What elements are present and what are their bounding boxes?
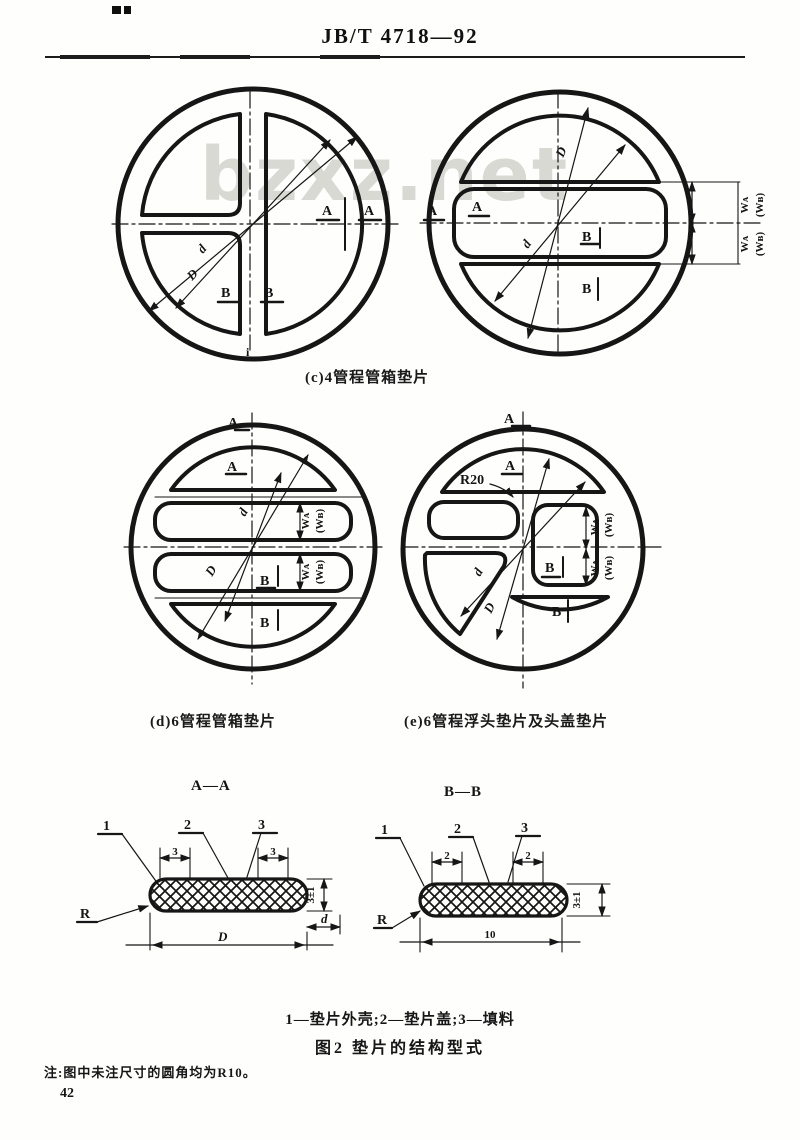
section-label-a: A (505, 459, 516, 474)
dim-label-d: d (235, 505, 251, 519)
radius-label-r: R (80, 907, 91, 922)
part-number: 2 (184, 818, 191, 833)
dim-label-D: D (480, 600, 498, 617)
section-label-b: B (582, 230, 591, 245)
stray-i-mark: i (246, 345, 250, 359)
part-number: 3 (521, 821, 528, 836)
section-label-a: A (364, 204, 375, 219)
dim-3: 3 (172, 846, 178, 858)
section-label-b: B (545, 561, 554, 576)
radius-label-r20: R20 (460, 473, 484, 488)
section-label-b: B (552, 605, 561, 620)
print-mark (112, 6, 121, 14)
section-title-bb: B—B (444, 784, 482, 800)
header-standard-number: JB/T 4718—92 (321, 24, 479, 48)
print-mark (124, 6, 131, 14)
dim-3: 3 (270, 846, 276, 858)
dim-label-d: d (194, 241, 210, 256)
dim-label-wb: (Wʙ) (314, 560, 326, 585)
dim-label-d: d (470, 565, 486, 579)
figure-caption: 图2 垫片的结构型式 (314, 1040, 485, 1057)
dim-label-wb: (Wʙ) (314, 509, 326, 534)
dim-label-wb: (Wʙ) (754, 193, 766, 218)
section-label-b: B (221, 286, 230, 301)
caption-diagram-c: (c)4管程管箱垫片 (305, 370, 430, 386)
dim-10: 10 (485, 929, 497, 941)
section-label-b: B (264, 286, 273, 301)
dim-2: 2 (444, 850, 450, 862)
dim-label-wa: Wᴀ (739, 235, 751, 252)
diagram-c-left-gasket: d D A A B B i (111, 86, 399, 362)
section-label-b: B (260, 574, 269, 589)
footnote: 注:图中未注尺寸的圆角均为R10。 (44, 1065, 257, 1080)
section-view-bb: B—B 1 2 3 2 2 3±1 10 R (372, 784, 611, 953)
section-label-a: A (427, 204, 438, 219)
dim-thickness: 3±1 (571, 891, 583, 908)
part-number: 3 (258, 818, 265, 833)
dim-label-wb: (Wʙ) (754, 232, 766, 257)
part-number: 1 (381, 823, 388, 838)
radius-label-r: R (377, 913, 388, 928)
section-label-b: B (260, 616, 269, 631)
caption-diagram-d: (d)6管程管箱垫片 (150, 714, 276, 730)
dim-label-D: D (552, 144, 570, 160)
dim-label-d: d (518, 236, 534, 250)
dim-label-wb: (Wʙ) (603, 556, 615, 581)
dim-label-wb: (Wʙ) (603, 513, 615, 538)
parts-legend: 1—垫片外壳;2—垫片盖;3—填料 (285, 1012, 515, 1028)
dim-label-wa: Wᴀ (739, 196, 751, 213)
dim-label-D: D (217, 929, 228, 944)
caption-diagram-e: (e)6管程浮头垫片及头盖垫片 (404, 714, 609, 730)
dim-label-wa: Wᴀ (589, 518, 601, 535)
dim-label-wa: Wᴀ (589, 559, 601, 576)
dim-label-D: D (201, 562, 220, 579)
diagram-e-gasket: A A R20 d D B B Wᴀ (Wʙ) Wᴀ (Wʙ) (400, 411, 666, 689)
section-label-a: A (228, 416, 239, 431)
section-label-a: A (504, 412, 515, 427)
dim-2: 2 (525, 850, 531, 862)
header-rule (45, 56, 745, 58)
part-number: 1 (103, 819, 110, 834)
section-label-a: A (227, 460, 238, 475)
header-rule-blot (60, 55, 150, 59)
header-rule-blot (320, 55, 380, 59)
section-title-aa: A—A (191, 778, 231, 794)
section-label-a: A (322, 204, 333, 219)
header-rule-blot (180, 55, 250, 59)
dim-label-wa: Wᴀ (300, 563, 312, 580)
part-number: 2 (454, 822, 461, 837)
dim-label-d: d (321, 911, 328, 926)
diagram-d-gasket: A A d D B B Wᴀ (Wʙ) Wᴀ (Wʙ) (123, 412, 383, 685)
section-label-a: A (472, 200, 483, 215)
page-number: 42 (60, 1086, 74, 1101)
dim-label-wa: Wᴀ (300, 512, 312, 529)
section-view-aa: A—A 1 2 3 3 3 3±1 d D R (75, 778, 342, 951)
dim-thickness: 3±1 (305, 886, 317, 903)
section-label-b: B (582, 282, 591, 297)
diagram-c-right-gasket: A A D d B B Wᴀ (Wʙ) Wᴀ (Wʙ) (419, 89, 766, 357)
